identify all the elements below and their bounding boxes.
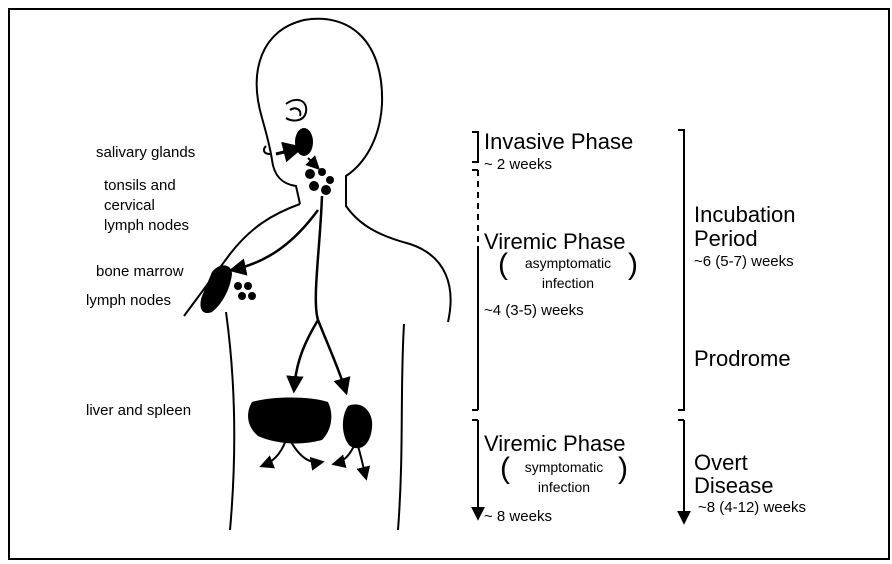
spleen-shape bbox=[343, 404, 372, 448]
viremic-asymptomatic-duration: ~4 (3-5) weeks bbox=[484, 303, 584, 318]
viremic-symptomatic-duration: ~ 8 weeks bbox=[484, 509, 552, 524]
incubation-line1: Incubation bbox=[694, 204, 796, 226]
incubation-line2: Period bbox=[694, 228, 758, 250]
symptomatic-infection-label: infection bbox=[500, 480, 628, 494]
label-salivary-glands: salivary glands bbox=[96, 145, 195, 160]
salivary-gland-shape bbox=[295, 128, 313, 156]
prodrome-label: Prodrome bbox=[694, 348, 791, 370]
left-timeline bbox=[472, 132, 478, 518]
salivary-arrow bbox=[276, 148, 300, 154]
label-liver-spleen: liver and spleen bbox=[86, 403, 191, 418]
right-timeline bbox=[678, 130, 684, 522]
invasive-phase-title: Invasive Phase bbox=[484, 131, 633, 153]
cervical-nodes bbox=[305, 168, 334, 195]
overt-line1: Overt bbox=[694, 452, 748, 474]
symptomatic-label: symptomatic bbox=[500, 460, 628, 474]
overt-duration: ~8 (4-12) weeks bbox=[698, 500, 806, 515]
label-bone-marrow: bone marrow bbox=[96, 264, 184, 279]
asymptomatic-infection-label: infection bbox=[498, 276, 638, 290]
label-tonsils-line3: lymph nodes bbox=[104, 218, 189, 233]
axillary-nodes bbox=[234, 282, 256, 300]
label-tonsils-line2: cervical bbox=[104, 198, 155, 213]
incubation-duration: ~6 (5-7) weeks bbox=[694, 254, 794, 269]
label-lymph-nodes: lymph nodes bbox=[86, 293, 171, 308]
asymptomatic-label: asymptomatic bbox=[498, 256, 638, 270]
liver-shape bbox=[248, 398, 331, 444]
bone-marrow-shape bbox=[200, 265, 232, 313]
viremic-symptomatic-subtitle: ( symptomatic infection ) bbox=[500, 460, 628, 502]
label-tonsils-line1: tonsils and bbox=[104, 178, 176, 193]
viremic-asymptomatic-subtitle: ( asymptomatic infection ) bbox=[498, 256, 638, 298]
invasive-phase-duration: ~ 2 weeks bbox=[484, 157, 552, 172]
overt-line2: Disease bbox=[694, 475, 773, 497]
